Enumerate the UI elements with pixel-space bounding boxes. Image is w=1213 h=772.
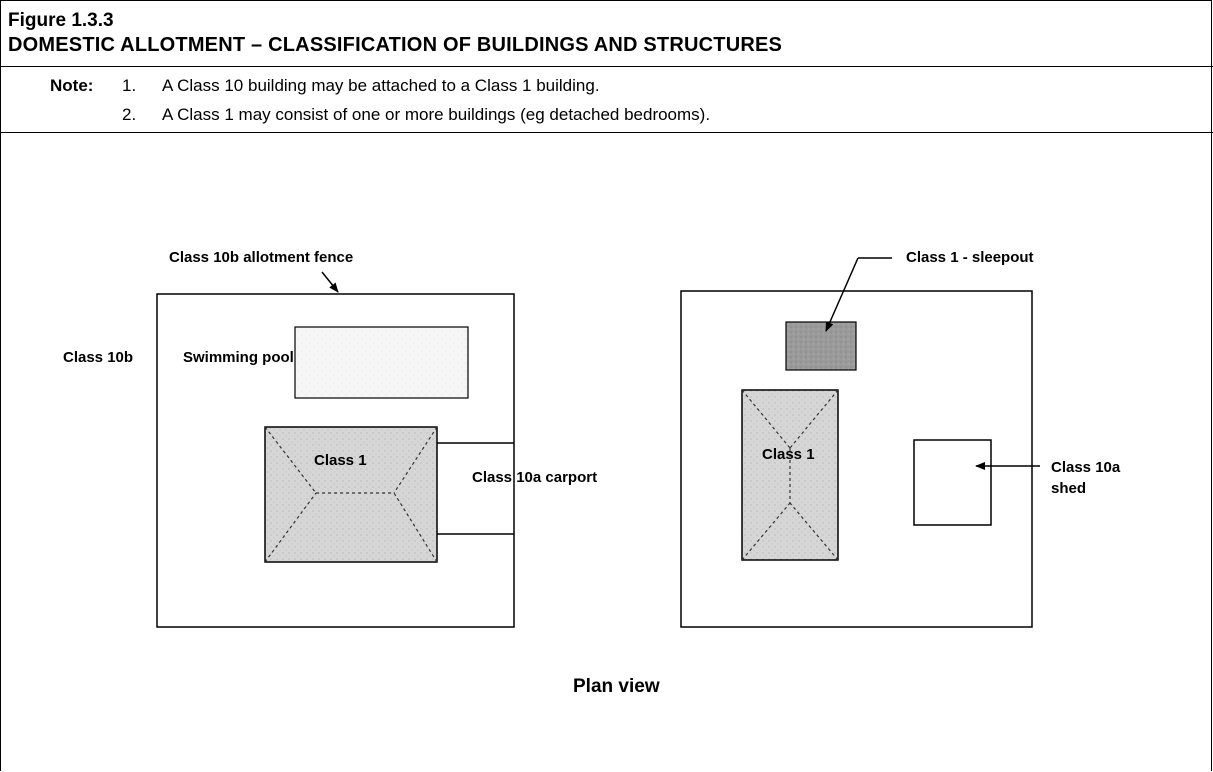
sleepout-arrow [825,257,859,332]
left-house [264,426,438,563]
shed-label-line-2: shed [1051,480,1086,497]
figure-number: Figure 1.3.3 [8,10,114,31]
header-divider [0,66,1213,67]
sleepout [785,321,857,371]
shed [913,439,992,526]
right-allotment-fence [680,290,1033,628]
left-house-label: Class 1 [314,452,367,469]
fence-label: Class 10b allotment fence [169,249,353,266]
figure-header: Figure 1.3.3 DOMESTIC ALLOTMENT – CLASSI… [0,0,1213,133]
figure-title: DOMESTIC ALLOTMENT – CLASSIFICATION OF B… [8,34,783,56]
fence-arrow [321,271,339,293]
right-house-label: Class 1 [762,446,815,463]
note-item-2-text: A Class 1 may consist of one or more bui… [162,105,711,124]
note-label: Note: [50,76,94,95]
plan-view-caption: Plan view [573,676,660,697]
swimming-pool [294,326,469,399]
right-house [741,389,839,561]
note-item-1-number: 1. [122,76,137,95]
note-item-1-text: A Class 10 building may be attached to a… [162,76,600,95]
shed-label-line-1: Class 10a [1051,459,1121,476]
note-item-2-number: 2. [122,105,137,124]
pool-label: Swimming pool [183,349,294,366]
carport-label: Class 10a carport [472,469,597,486]
pool-class-label: Class 10b [63,349,133,366]
sleepout-label: Class 1 - sleepout [906,249,1034,266]
left-allotment-fence [156,293,515,628]
